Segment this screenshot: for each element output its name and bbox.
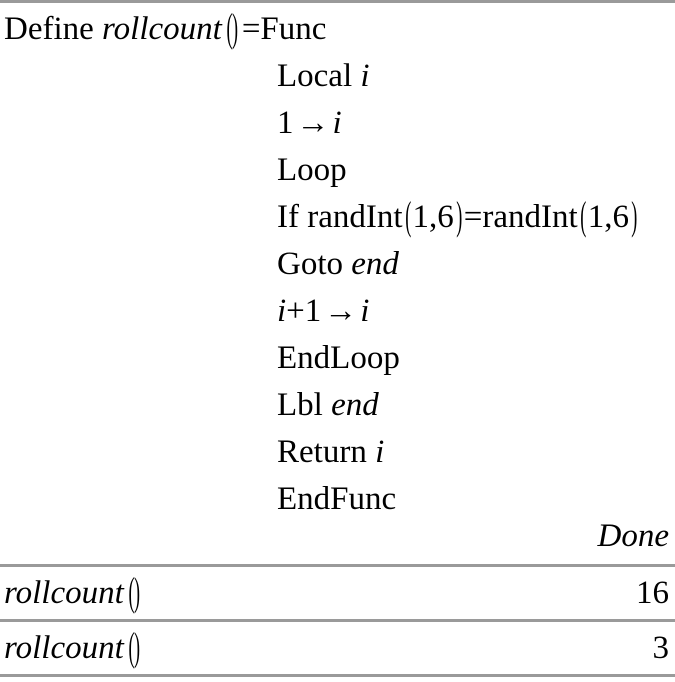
define-result-done: Done [597, 518, 669, 554]
top-divider [0, 0, 675, 3]
history-entry-parens: () [128, 626, 140, 670]
code-token: i [375, 434, 385, 470]
history-entry-function-name: rollcount [4, 630, 124, 666]
history-entry-parens: () [128, 571, 140, 615]
code-token: ) [456, 194, 462, 239]
code-token: Define [4, 11, 103, 47]
code-token: rollcount [102, 11, 222, 47]
code-token: EndLoop [277, 340, 400, 376]
code-token: → [324, 293, 358, 329]
code-token: EndFunc [277, 481, 397, 517]
code-line-endfunc: EndFunc [0, 476, 675, 523]
history-entry-function-name: rollcount [4, 575, 124, 611]
result-divider-2 [0, 619, 675, 622]
code-token: i [332, 105, 342, 141]
history-entry-row[interactable]: rollcount() 16 [0, 567, 675, 619]
code-token: ( [579, 194, 586, 239]
code-token: Lbl [277, 387, 332, 423]
history-entry-input-2: rollcount() [4, 622, 144, 674]
code-line-goto: Goto end [0, 241, 675, 288]
history-entry-output-1: 16 [636, 575, 669, 611]
code-line-lbl: Lbl end [0, 382, 675, 429]
code-token: Goto [277, 246, 352, 282]
history-entry-output-2: 3 [652, 630, 670, 666]
code-token: i [360, 58, 370, 94]
history-entry-row[interactable]: rollcount() 3 [0, 622, 675, 674]
code-token: () [226, 6, 238, 51]
code-token: 1,6 [587, 199, 629, 235]
code-token: end [351, 246, 399, 282]
code-token: → [296, 105, 330, 141]
history-entry-input-1: rollcount() [4, 567, 144, 619]
code-line-define: Define rollcount()=Func [0, 6, 675, 53]
result-divider-3 [0, 674, 675, 677]
code-token: i [360, 293, 370, 329]
code-token: +1 [286, 293, 322, 329]
code-token: =Func [241, 11, 327, 47]
code-token: =randInt [463, 199, 578, 235]
result-divider-1 [0, 564, 675, 567]
code-token: end [331, 387, 379, 423]
code-token: If randInt [277, 199, 403, 235]
code-token: Return [277, 434, 376, 470]
code-line-init: 1→i [0, 100, 675, 147]
code-token: Local [277, 58, 361, 94]
code-token: i [277, 293, 287, 329]
code-line-local: Local i [0, 53, 675, 100]
code-line-loop: Loop [0, 147, 675, 194]
code-line-if: If randInt(1,6)=randInt(1,6) [0, 194, 675, 241]
code-line-return: Return i [0, 429, 675, 476]
code-token: ( [404, 194, 411, 239]
code-token: Loop [277, 152, 347, 188]
code-line-incr: i+1→i [0, 288, 675, 335]
code-token: 1,6 [412, 199, 454, 235]
calculation-results-area: Done rollcount() 16 rollcount() 3 [0, 508, 675, 677]
code-line-endloop: EndLoop [0, 335, 675, 382]
code-token: ) [631, 194, 637, 239]
code-token: 1 [277, 105, 294, 141]
